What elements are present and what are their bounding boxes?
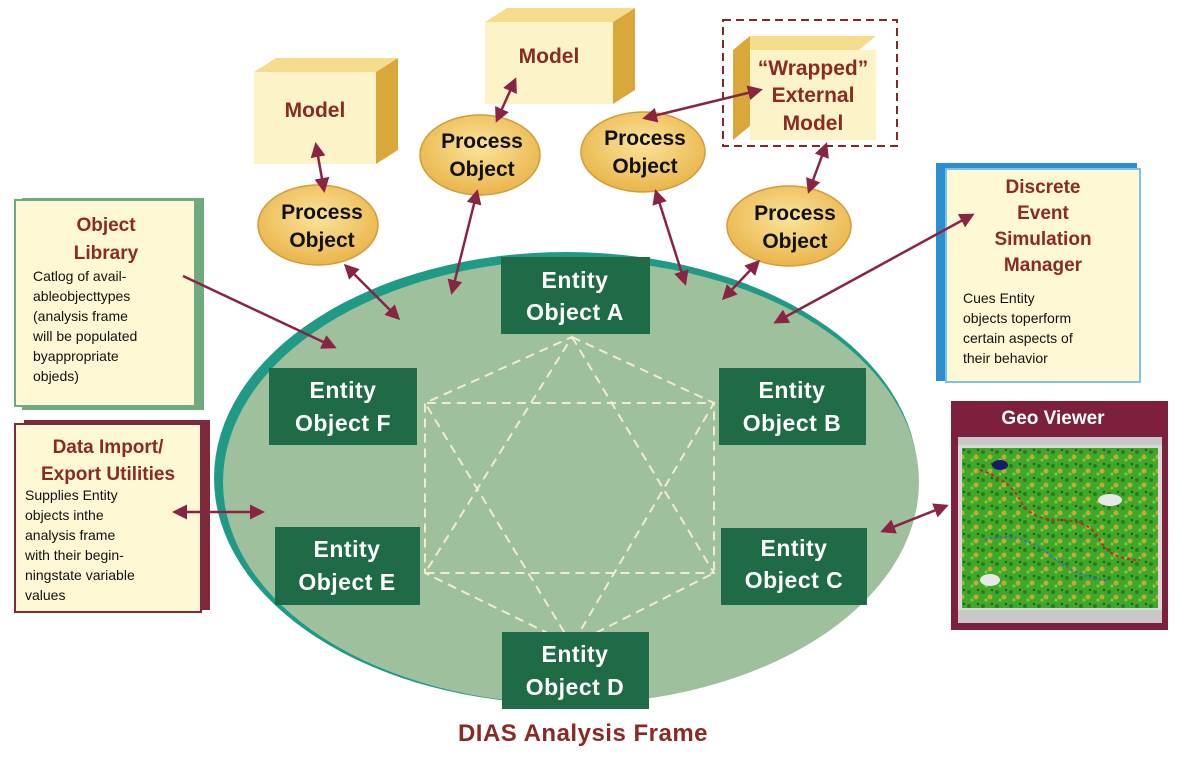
process-right-upper-line1: Process bbox=[604, 127, 686, 150]
data-import-export-box[interactable]: Data Import/ Export Utilities Supplies E… bbox=[14, 420, 210, 613]
entity-e-line2: Object E bbox=[298, 569, 395, 595]
data-import-body3: analysis frame bbox=[25, 527, 115, 543]
des-title4: Manager bbox=[1004, 255, 1083, 276]
des-body1: Cues Entity bbox=[963, 290, 1035, 306]
process-right-upper-line2: Object bbox=[612, 155, 677, 178]
entity-b-line1: Entity bbox=[759, 377, 826, 403]
geo-viewer-window[interactable]: Geo Viewer bbox=[951, 401, 1168, 630]
process-center-line1: Process bbox=[441, 130, 523, 153]
des-manager-box[interactable]: Discrete Event Simulation Manager Cues E… bbox=[936, 163, 1141, 383]
process-center-line2: Object bbox=[449, 158, 514, 181]
data-import-body2: objects inthe bbox=[25, 507, 104, 523]
object-library-body3: (analysis frame bbox=[33, 308, 128, 324]
entity-object-e[interactable]: Entity Object E bbox=[275, 527, 420, 605]
process-object-right-upper[interactable]: Process Object bbox=[580, 111, 706, 193]
process-left-line2: Object bbox=[289, 229, 354, 252]
entity-f-line2: Object F bbox=[295, 410, 391, 436]
process-right-lower-line2: Object bbox=[762, 230, 827, 253]
object-library-title1: Object bbox=[76, 215, 136, 236]
entity-c-line2: Object C bbox=[745, 567, 844, 593]
object-library-body1: Catlog of avail- bbox=[33, 268, 127, 284]
model-left[interactable]: Model bbox=[254, 58, 398, 164]
wrapped-line2: External bbox=[772, 84, 855, 107]
object-library-body6: objeds) bbox=[33, 368, 79, 384]
wrapped-line1: “Wrapped” bbox=[758, 57, 868, 80]
des-title1: Discrete bbox=[1006, 177, 1081, 198]
model-left-label: Model bbox=[285, 99, 346, 122]
entity-a-line2: Object A bbox=[526, 299, 624, 325]
data-import-title1: Data Import/ bbox=[53, 437, 165, 458]
entity-a-line1: Entity bbox=[542, 267, 609, 293]
data-import-body5: ningstate variable bbox=[25, 567, 135, 583]
data-import-title2: Export Utilities bbox=[41, 464, 175, 485]
model-wrapped-external[interactable]: “Wrapped” External Model bbox=[722, 19, 898, 147]
entity-b-line2: Object B bbox=[743, 410, 842, 436]
process-right-lower-line1: Process bbox=[754, 202, 836, 225]
model-center[interactable]: Model bbox=[485, 8, 635, 104]
model-center-label: Model bbox=[519, 45, 580, 68]
process-left-line1: Process bbox=[281, 201, 363, 224]
process-object-left[interactable]: Process Object bbox=[257, 184, 379, 266]
entity-object-f[interactable]: Entity Object F bbox=[269, 368, 417, 445]
object-library-box[interactable]: Object Library Catlog of avail- ableobje… bbox=[14, 198, 204, 410]
geo-viewer-statusbar bbox=[958, 610, 1162, 623]
object-library-body4: will be populated bbox=[32, 328, 137, 344]
data-import-body1: Supplies Entity bbox=[25, 487, 118, 503]
frame-title: DIAS Analysis Frame bbox=[458, 720, 708, 747]
entity-object-b[interactable]: Entity Object B bbox=[719, 368, 866, 445]
entity-c-line1: Entity bbox=[761, 535, 828, 561]
process-object-center[interactable]: Process Object bbox=[419, 114, 541, 196]
entity-e-line1: Entity bbox=[314, 536, 381, 562]
des-title2: Event bbox=[1017, 203, 1069, 224]
object-library-body2: ableobjecttypes bbox=[33, 288, 130, 304]
data-import-body4: with their begin- bbox=[24, 547, 124, 563]
entity-d-line2: Object D bbox=[526, 674, 625, 700]
entity-object-a[interactable]: Entity Object A bbox=[501, 257, 650, 334]
entity-d-line1: Entity bbox=[542, 641, 609, 667]
des-title3: Simulation bbox=[994, 229, 1091, 250]
des-body3: certain aspects of bbox=[963, 330, 1073, 346]
object-library-title2: Library bbox=[74, 243, 139, 264]
geo-viewer-title: Geo Viewer bbox=[1001, 408, 1105, 429]
des-body4: their behavior bbox=[963, 350, 1048, 366]
des-body2: objects toperform bbox=[963, 310, 1071, 326]
entity-object-d[interactable]: Entity Object D bbox=[502, 632, 649, 709]
entity-object-c[interactable]: Entity Object C bbox=[721, 528, 867, 605]
object-library-body5: byappropriate bbox=[33, 348, 119, 364]
entity-f-line1: Entity bbox=[310, 377, 377, 403]
geo-viewer-menubar bbox=[958, 437, 1162, 445]
wrapped-line3: Model bbox=[783, 112, 844, 135]
relation-arrows bbox=[172, 77, 975, 534]
process-object-right-lower[interactable]: Process Object bbox=[726, 185, 852, 267]
data-import-body6: values bbox=[25, 587, 65, 603]
